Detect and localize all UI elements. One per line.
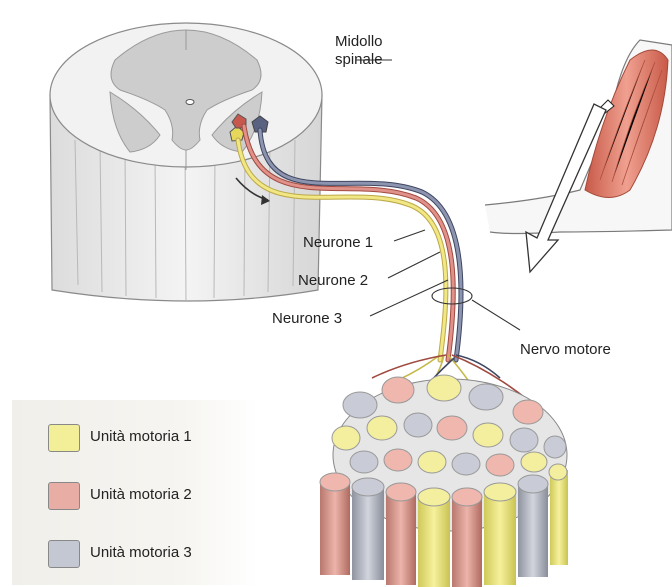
spinal-cord-label: Midollo spinale xyxy=(335,33,383,69)
label-leaders xyxy=(356,60,520,330)
spinal-cord xyxy=(50,23,322,301)
legend: Unità motoria 1 Unità motoria 2 Unità mo… xyxy=(12,400,257,585)
legend-swatch-unit1 xyxy=(48,424,80,452)
muscle-fiber-bundle xyxy=(320,375,568,587)
legend-label-unit1: Unità motoria 1 xyxy=(90,428,192,445)
motor-nerve-label: Nervo motore xyxy=(520,341,611,359)
neuron2-label: Neurone 2 xyxy=(298,272,368,290)
legend-swatch-unit2 xyxy=(48,482,80,510)
legend-label-unit3: Unità motoria 3 xyxy=(90,544,192,561)
neuron1-label: Neurone 1 xyxy=(303,234,373,252)
arm-illustration xyxy=(485,40,672,272)
legend-label-unit2: Unità motoria 2 xyxy=(90,486,192,503)
spinal-cord-label-line1: Midollo xyxy=(335,33,383,51)
neuron3-label: Neurone 3 xyxy=(272,310,342,328)
spinal-cord-label-line2: spinale xyxy=(335,51,383,69)
legend-swatch-unit3 xyxy=(48,540,80,568)
